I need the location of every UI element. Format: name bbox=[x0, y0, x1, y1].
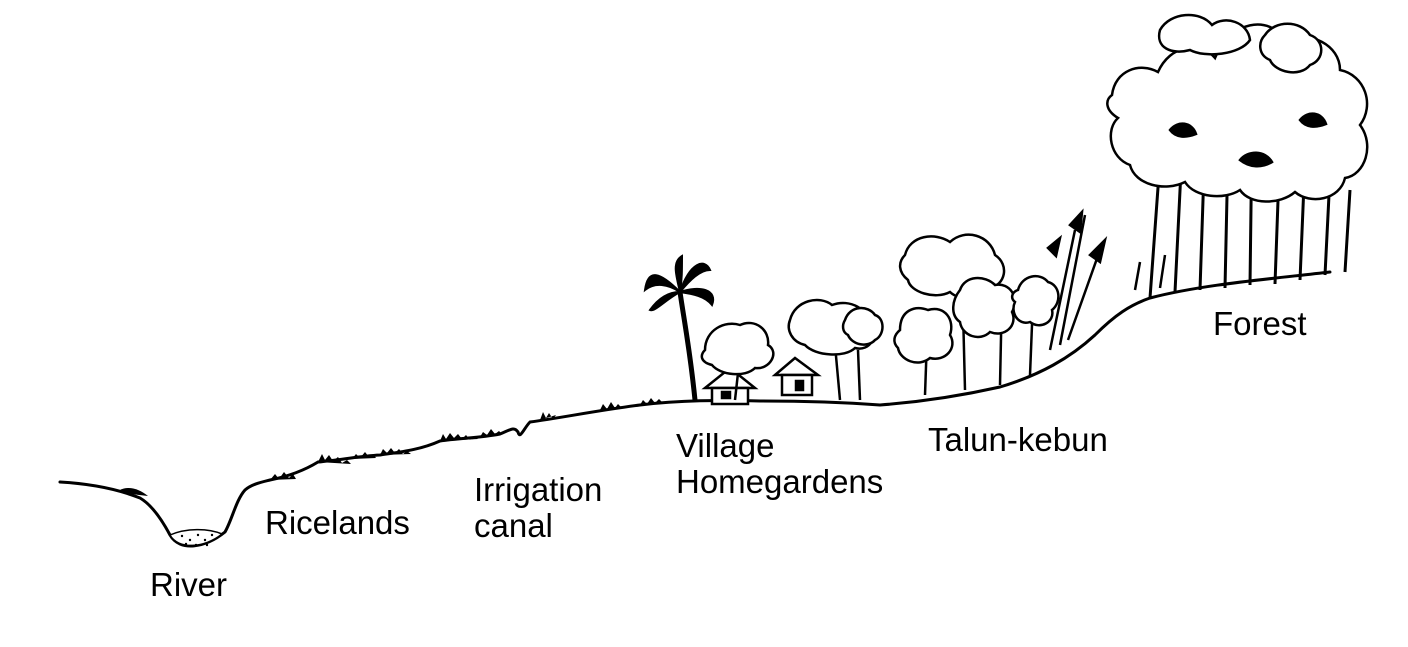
label-talun-text: Talun-kebun bbox=[928, 421, 1108, 458]
label-forest: Forest bbox=[1213, 306, 1307, 342]
label-river: River bbox=[150, 567, 227, 603]
village-houses bbox=[701, 356, 822, 406]
label-village-homegardens: Village Homegardens bbox=[676, 428, 883, 500]
label-ricelands-text: Ricelands bbox=[265, 504, 410, 541]
label-irrigation-canal: Irrigation canal bbox=[474, 472, 602, 544]
label-forest-text: Forest bbox=[1213, 305, 1307, 342]
river-water bbox=[120, 488, 224, 547]
talun-kebun-trees bbox=[893, 208, 1108, 396]
label-talun-kebun: Talun-kebun bbox=[928, 422, 1108, 458]
label-homegardens-line1: Village bbox=[676, 427, 775, 464]
homegarden-trees bbox=[700, 298, 884, 401]
ground-profile bbox=[58, 270, 1332, 548]
rice-plants bbox=[270, 398, 662, 480]
label-homegardens-line2: Homegardens bbox=[676, 463, 884, 500]
label-canal-line1: Irrigation bbox=[474, 471, 603, 508]
label-ricelands: Ricelands bbox=[265, 505, 410, 541]
label-canal-line2: canal bbox=[474, 507, 553, 544]
palm-tree bbox=[643, 254, 715, 401]
label-river-text: River bbox=[150, 566, 228, 603]
forest-trees bbox=[1106, 13, 1369, 299]
